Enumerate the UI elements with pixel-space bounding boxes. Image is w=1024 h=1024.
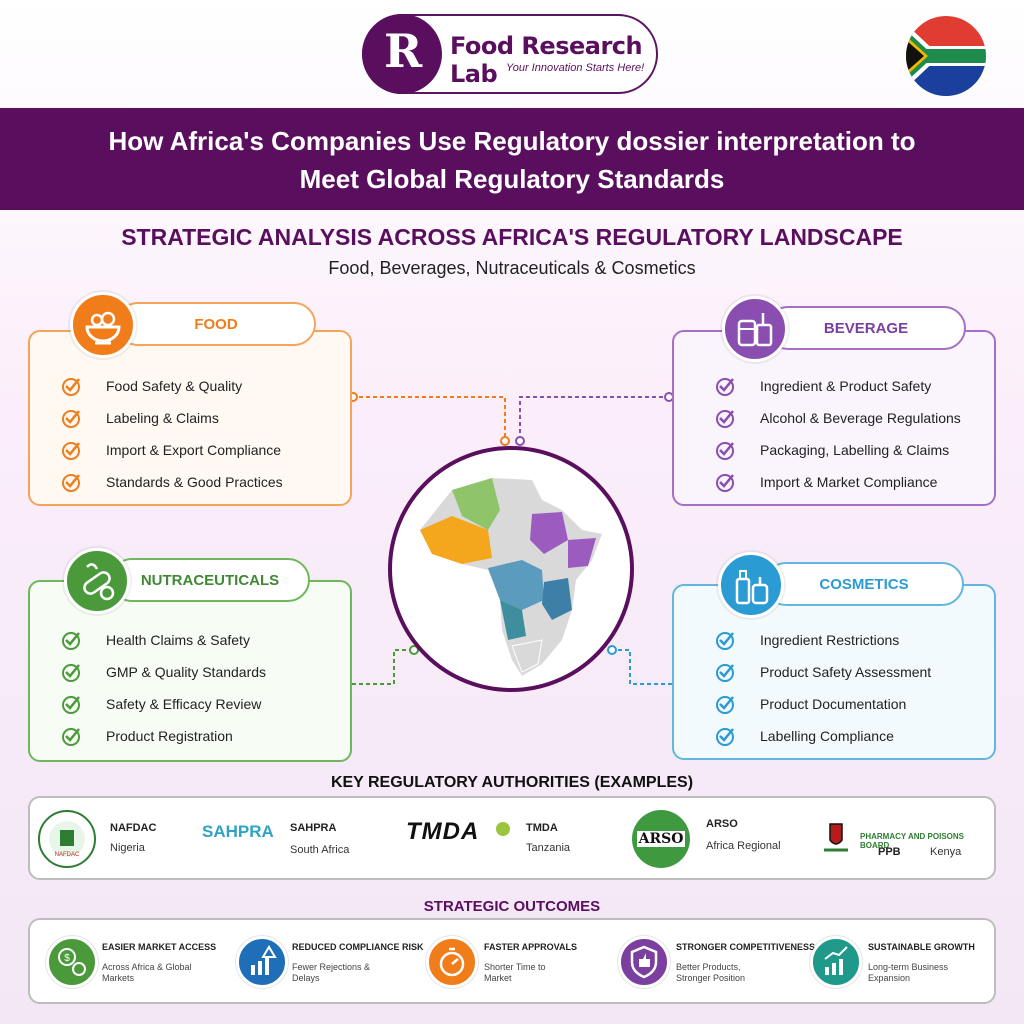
food-card: Food Safety & Quality Labeling & Claims …: [28, 330, 352, 506]
check-icon: [716, 632, 734, 650]
outcome-desc: Shorter Time to Market: [484, 962, 546, 983]
authority-name: NAFDAC: [110, 822, 157, 834]
check-icon: [62, 442, 80, 460]
food-item: Import & Export Compliance: [60, 434, 283, 466]
beverage-item: Alcohol & Beverage Regulations: [714, 402, 961, 434]
outcome-title: SUSTAINABLE GROWTH: [868, 942, 975, 952]
authority-name: SAHPRA: [290, 822, 337, 834]
check-icon: [716, 474, 734, 492]
nutraceuticals-item: Safety & Efficacy Review: [60, 688, 266, 720]
outcome-desc: Long-term Business Expansion: [868, 962, 949, 983]
authority-country: Nigeria: [110, 842, 145, 854]
outcomes-panel: $ EASIER MARKET ACCESS Across Africa & G…: [28, 918, 996, 1004]
headline-line-2: Meet Global Regulatory Standards: [299, 164, 725, 194]
authority-country: Kenya: [930, 846, 962, 858]
risk-chart-icon: [236, 936, 288, 988]
authority-name: ARSO: [706, 818, 738, 830]
logo-mark-icon: R: [362, 14, 442, 94]
stopwatch-icon: [426, 936, 478, 988]
check-icon: [716, 696, 734, 714]
check-icon: [716, 410, 734, 428]
check-icon: [716, 378, 734, 396]
outcome-title: EASIER MARKET ACCESS: [102, 942, 217, 952]
check-icon: [62, 378, 80, 396]
food-bowl-icon: [70, 292, 136, 358]
nutraceuticals-item: Product Registration: [60, 720, 266, 752]
nutraceuticals-item: Health Claims & Safety: [60, 624, 266, 656]
check-icon: [716, 442, 734, 460]
check-icon: [62, 728, 80, 746]
growth-chart-icon: [810, 936, 862, 988]
section-caption: Food, Beverages, Nutraceuticals & Cosmet…: [328, 258, 696, 278]
cosmetics-item: Product Documentation: [714, 688, 931, 720]
cosmetics-bottle-icon: [718, 552, 784, 618]
check-icon: [716, 728, 734, 746]
cosmetics-item: Labelling Compliance: [714, 720, 931, 752]
cosmetics-card: Ingredient Restrictions Product Safety A…: [672, 584, 996, 760]
outcome-title: STRONGER COMPETITIVENESS: [676, 942, 816, 952]
authorities-title: KEY REGULATORY AUTHORITIES (EXAMPLES): [330, 774, 694, 791]
check-icon: [62, 410, 80, 428]
authority-name: TMDA: [526, 822, 558, 834]
ppb-logo-text: PHARMACY AND POISONS BOARD: [860, 832, 965, 850]
cosmetics-item: Product Safety Assessment: [714, 656, 931, 688]
capsule-icon: [64, 548, 130, 614]
africa-map: [388, 446, 634, 692]
svg-text:NAFDAC: NAFDAC: [55, 852, 80, 858]
beverage-card: Ingredient & Product Safety Alcohol & Be…: [672, 330, 996, 506]
headline-banner: How Africa's Companies Use Regulatory do…: [0, 108, 1024, 210]
check-icon: [716, 664, 734, 682]
outcomes-title: STRATEGIC OUTCOMES: [423, 898, 601, 915]
outcome-title: REDUCED COMPLIANCE RISK: [292, 942, 424, 952]
cosmetics-title: COSMETICS: [764, 562, 964, 606]
food-item: Labeling & Claims: [60, 402, 283, 434]
brand-tagline: Your Innovation Starts Here!: [506, 62, 645, 74]
tmda-ball-icon: [496, 822, 510, 836]
brand-logo: R Food Research Lab Your Innovation Star…: [362, 14, 658, 94]
cosmetics-item: Ingredient Restrictions: [714, 624, 931, 656]
beverage-title: BEVERAGE: [766, 306, 966, 350]
market-access-icon: $: [46, 936, 98, 988]
authority-country: South Africa: [290, 844, 350, 856]
check-icon: [62, 474, 80, 492]
authority-name: PPB: [878, 846, 901, 858]
svg-text:$: $: [64, 953, 70, 964]
shield-thumb-icon: [618, 936, 670, 988]
outcome-title: FASTER APPROVALS: [484, 942, 578, 952]
kenya-coat-of-arms-icon: [820, 820, 852, 854]
nafdac-logo-icon: NAFDAC: [38, 810, 96, 868]
nutraceuticals-item: GMP & Quality Standards: [60, 656, 266, 688]
beverage-item: Packaging, Labelling & Claims: [714, 434, 961, 466]
tmda-logo-icon: TMDA: [406, 818, 480, 845]
section-subtitle: STRATEGIC ANALYSIS ACROSS AFRICA'S REGUL…: [121, 224, 903, 250]
outcome-desc: Fewer Rejections & Delays: [292, 962, 371, 983]
food-title: FOOD: [116, 302, 316, 346]
beverage-item: Ingredient & Product Safety: [714, 370, 961, 402]
food-item: Standards & Good Practices: [60, 466, 283, 498]
authorities-panel: NAFDAC NAFDAC Nigeria SAHPRA SAHPRA Sout…: [28, 796, 996, 880]
authority-country: Tanzania: [526, 842, 571, 854]
sahpra-logo-icon: SAHPRA: [202, 822, 274, 841]
outcome-desc: Across Africa & Global Markets: [102, 962, 192, 983]
beverage-item: Import & Market Compliance: [714, 466, 961, 498]
food-item: Food Safety & Quality: [60, 370, 283, 402]
outcome-desc: Better Products, Stronger Position: [676, 962, 746, 983]
check-icon: [62, 664, 80, 682]
brand-name: Food Research Lab: [450, 32, 643, 88]
nutraceuticals-title: NUTRACEUTICALS: [110, 558, 310, 602]
authority-country: Africa Regional: [706, 840, 781, 852]
check-icon: [62, 696, 80, 714]
arso-logo-icon: ARSO: [632, 810, 690, 868]
check-icon: [62, 632, 80, 650]
headline-line-1: How Africa's Companies Use Regulatory do…: [108, 126, 916, 156]
beverage-icon: [722, 296, 788, 362]
